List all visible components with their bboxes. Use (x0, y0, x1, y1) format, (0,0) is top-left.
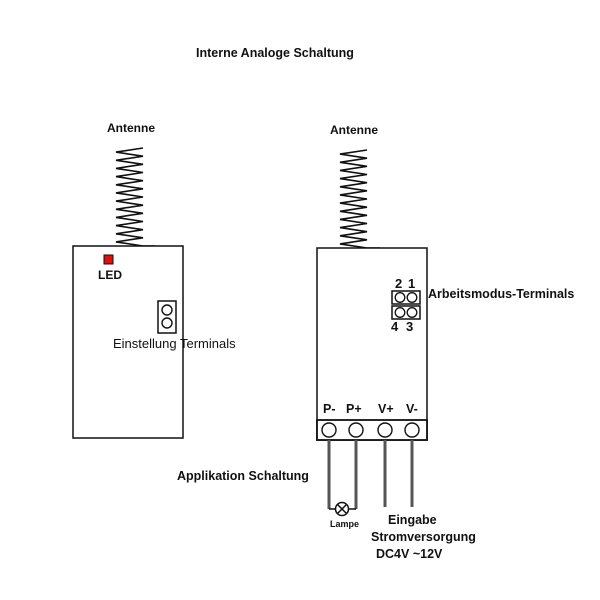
left-module-body (72, 245, 184, 439)
setting-terminals-jumper[interactable] (157, 300, 177, 334)
led-indicator-icon (103, 254, 114, 265)
mode-terminal-pin-3[interactable] (406, 307, 418, 318)
mode-pin-label-4: 4 (391, 319, 399, 334)
mode-terminal-pin-1[interactable] (406, 292, 418, 303)
right-module-body (316, 247, 428, 441)
application-wiring (327, 440, 414, 517)
right-antenna-label: Antenne (330, 123, 378, 137)
power-voltage-label: DC4V ~12V (376, 547, 443, 561)
setting-terminal-pin-2[interactable] (161, 317, 173, 329)
terminal-label-v-minus: V- (406, 402, 418, 416)
mode-pin-label-2: 2 (395, 276, 403, 291)
mode-pin-label-1: 1 (408, 276, 416, 291)
terminal-label-p-plus: P+ (346, 402, 362, 416)
diagram-title: Interne Analoge Schaltung (196, 46, 354, 60)
terminal-v-plus[interactable] (377, 422, 393, 438)
lamp-icon (334, 501, 350, 517)
right-module (316, 149, 428, 441)
left-module (72, 147, 184, 439)
mode-pin-label-3: 3 (406, 319, 414, 334)
left-antenna-label: Antenne (107, 121, 155, 135)
output-terminal-strip (316, 419, 428, 441)
terminal-label-v-plus: V+ (378, 402, 394, 416)
right-antenna-coil-icon (339, 149, 380, 249)
setting-terminals-label: Einstellung Terminals (113, 336, 236, 351)
power-input-label: Eingabe (388, 513, 437, 527)
setting-terminal-pin-1[interactable] (161, 304, 173, 316)
left-antenna-coil-icon (115, 147, 155, 247)
terminal-p-minus[interactable] (321, 422, 337, 438)
led-label: LED (98, 268, 122, 282)
terminal-p-plus[interactable] (348, 422, 364, 438)
mode-terminal-pin-2[interactable] (394, 292, 406, 303)
mode-terminal-pin-4[interactable] (394, 307, 406, 318)
output-terminal-housing (316, 419, 428, 441)
mode-terminals-label: Arbeitsmodus-Terminals (428, 287, 575, 301)
terminal-label-p-minus: P- (323, 402, 336, 416)
lamp-label: Lampe (330, 519, 360, 529)
application-circuit-label: Applikation Schaltung (177, 469, 309, 483)
terminal-v-minus[interactable] (404, 422, 420, 438)
mode-terminals-jumper[interactable] (391, 290, 421, 320)
power-supply-label: Stromversorgung (371, 530, 476, 544)
